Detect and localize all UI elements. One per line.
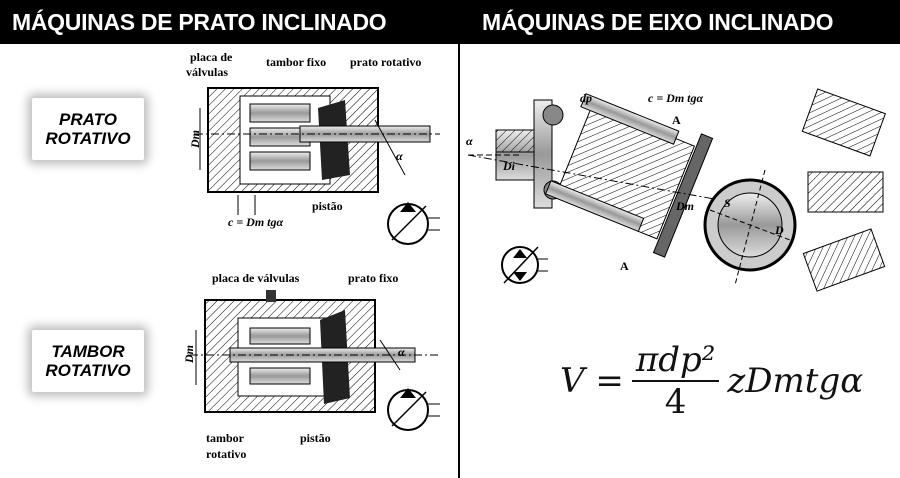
bent-axis-diagram: [467, 88, 886, 292]
formula-rhs: zDmtgα: [727, 361, 864, 401]
label-placa-valvulas: placa de válvulas: [212, 271, 300, 285]
label-stroke: c = Dm tgα: [648, 91, 703, 105]
label-prato-rotativo: prato rotativo: [350, 55, 421, 69]
label-dm: Dm: [675, 199, 694, 213]
label-pistao: pistão: [312, 199, 343, 213]
label-dm: Dm: [188, 130, 202, 149]
right-title: MÁQUINAS DE EIXO INCLINADO: [482, 9, 834, 35]
label-a-top: A: [672, 113, 681, 127]
label-valvulas: válvulas: [186, 65, 228, 79]
label-placa: placa de: [190, 50, 233, 64]
label-di: Di: [502, 159, 516, 173]
prato-rotativo-tag: PRATO ROTATIVO: [32, 98, 144, 160]
label-alpha: α: [396, 149, 403, 163]
tag-line: PRATO: [59, 110, 117, 129]
tag-line: ROTATIVO: [45, 129, 131, 148]
label-alpha: α: [398, 345, 405, 359]
displacement-formula: V = πdp² 4 zDmtgα: [560, 340, 863, 422]
label-dm: Dm: [182, 345, 196, 364]
label-a-bottom: A: [620, 259, 629, 273]
label-d: D: [774, 223, 784, 237]
thumbnail-diagrams: [801, 88, 886, 292]
formula-numerator: πdp²: [631, 340, 720, 382]
formula-denominator: 4: [664, 382, 687, 422]
divider: [458, 12, 460, 478]
tambor-rotativo-tag: TAMBOR ROTATIVO: [32, 330, 144, 392]
rotating-drum-diagram: [190, 290, 440, 431]
label-s: S: [724, 196, 731, 210]
formula-lhs: V =: [560, 361, 624, 401]
header-bar: MÁQUINAS DE PRATO INCLINADO MÁQUINAS DE …: [0, 0, 900, 44]
label-tambor: tambor: [206, 431, 245, 445]
label-rotativo: rotativo: [206, 447, 246, 461]
formula-fraction: πdp² 4: [631, 340, 720, 422]
left-title: MÁQUINAS DE PRATO INCLINADO: [12, 9, 387, 35]
label-stroke: c = Dm tgα: [228, 215, 283, 229]
label-prato-fixo: prato fixo: [348, 271, 398, 285]
tag-line: TAMBOR: [51, 342, 125, 361]
label-tambor-fixo: tambor fixo: [266, 55, 326, 69]
swashplate-rotating-diagram: [195, 87, 440, 245]
label-pistao: pistão: [300, 431, 331, 445]
label-dp: dp: [580, 91, 592, 105]
label-alpha: α: [466, 134, 473, 148]
tag-line: ROTATIVO: [45, 361, 131, 380]
